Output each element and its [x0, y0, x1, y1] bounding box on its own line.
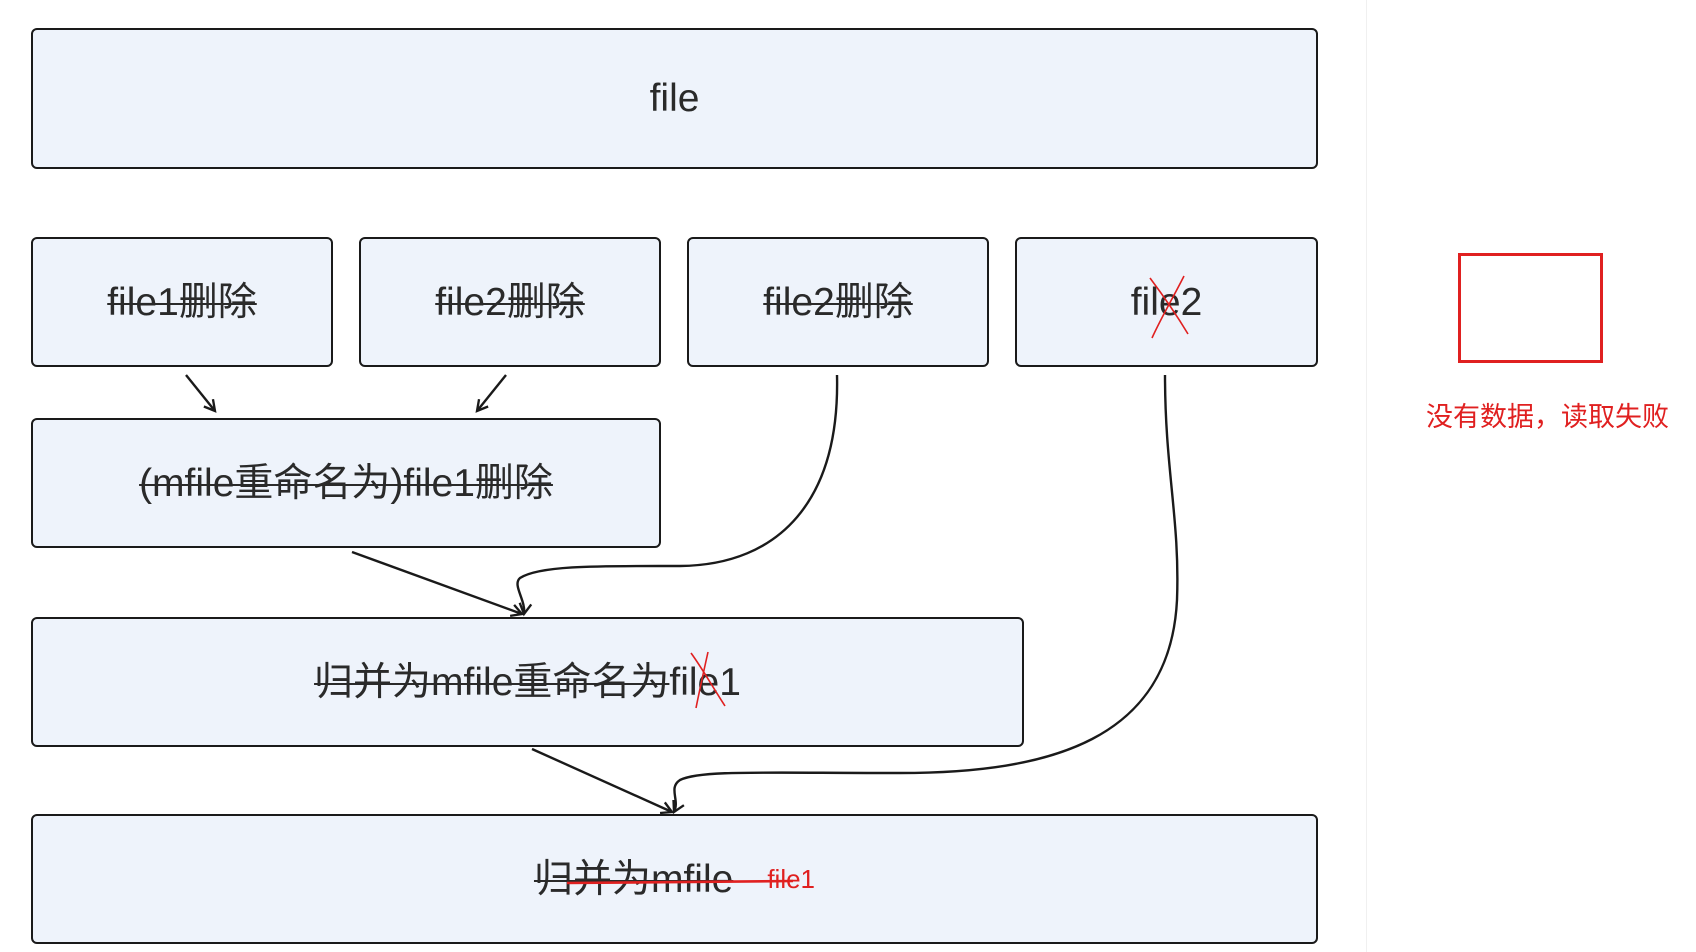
node-merge-rename-label: 归并为mfile重命名为file1 [314, 663, 741, 702]
node-merge-final-text: 归并为mfile [533, 857, 734, 901]
canvas-edge [1366, 0, 1367, 952]
empty-data-box [1458, 253, 1603, 363]
side-note: 没有数据，读取失败 [1426, 402, 1669, 432]
node-file2-delete-a: file2删除 [359, 237, 661, 367]
node-file1-delete-label: file1删除 [107, 280, 257, 324]
final-red-note: file1 [767, 863, 816, 894]
node-file-label: file [649, 77, 700, 120]
node-file1-delete: file1删除 [31, 237, 333, 367]
edge-merge-to-final [531, 747, 672, 812]
node-file2-delete-b-label: file2删除 [763, 280, 913, 324]
node-file2-label: file2 [1130, 280, 1203, 324]
node-rename-delete: (mfile重命名为)file1删除 [31, 418, 661, 548]
node-file: file [31, 28, 1318, 169]
edge-file2-delete-a-to-rename [477, 374, 507, 411]
edge-file2-to-final [674, 374, 1179, 812]
edge-file2-delete-b-to-merge [516, 374, 839, 614]
node-file2-delete-a-label: file2删除 [435, 280, 585, 324]
node-merge-rename-suffix: file1 [669, 660, 741, 704]
node-file2: file2 [1015, 237, 1318, 367]
node-rename-delete-label: (mfile重命名为)file1删除 [139, 461, 553, 505]
node-merge-rename-prefix: 归并为mfile重命名为 [314, 660, 670, 704]
diagram-canvas: file file1删除 file2删除 file2删除 file2 (mfil… [31, 28, 1318, 952]
node-merge-rename: 归并为mfile重命名为file1 [31, 617, 1024, 747]
edge-file1-delete-to-rename [185, 374, 215, 411]
node-merge-final-label: 归并为mfile [534, 860, 733, 899]
node-file2-delete-b: file2删除 [687, 237, 989, 367]
node-merge-final: 归并为mfile file1 [31, 814, 1318, 944]
edge-rename-to-merge [351, 550, 522, 614]
edges-layer [185, 374, 1179, 952]
